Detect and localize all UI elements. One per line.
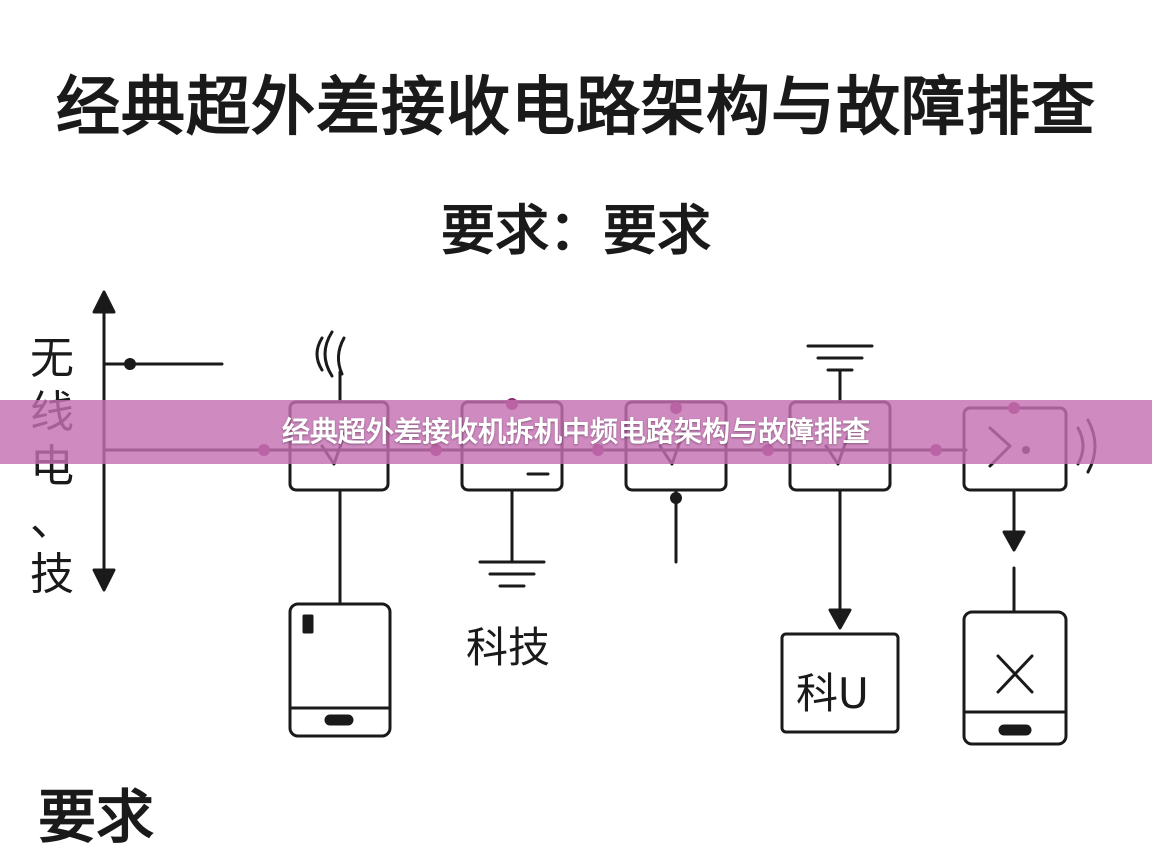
caption-banner: 经典超外差接收机拆机中频电路架构与故障排查 [0,400,1152,464]
junction-node [670,492,682,504]
axis-label-char: 、 [30,495,74,546]
junction-node [124,358,136,370]
antenna-wave-icon [323,330,334,378]
display-button [998,724,1032,736]
axis-arrowhead-up [92,290,116,314]
output-arrowhead [828,608,852,630]
output-arrowhead [1002,530,1026,552]
output-box-label: 科U [796,669,869,718]
caption-banner-text: 经典超外差接收机拆机中频电路架构与故障排查 [281,415,870,448]
footer-text: 要求 [38,783,155,851]
ground-label: 科技 [466,623,551,672]
diagram-subtitle: 要求：要求 [441,199,711,262]
antenna-wave-icon [315,336,324,372]
axis-label: 无 线 电 、 技 [26,332,78,602]
diagram-title: 经典超外差接收电路架构与故障排查 [56,71,1096,145]
output-box [780,632,900,734]
axis-label-char: 技 [30,549,74,600]
axis-label-char: 无 [30,333,74,384]
antenna-wave-icon [337,336,346,376]
close-icon [996,654,1034,694]
axis-arrowhead-down [92,568,116,592]
device-button [324,714,354,726]
display-device-icon [962,610,1068,746]
handheld-device-icon [288,602,392,738]
device-indicator [302,614,314,634]
